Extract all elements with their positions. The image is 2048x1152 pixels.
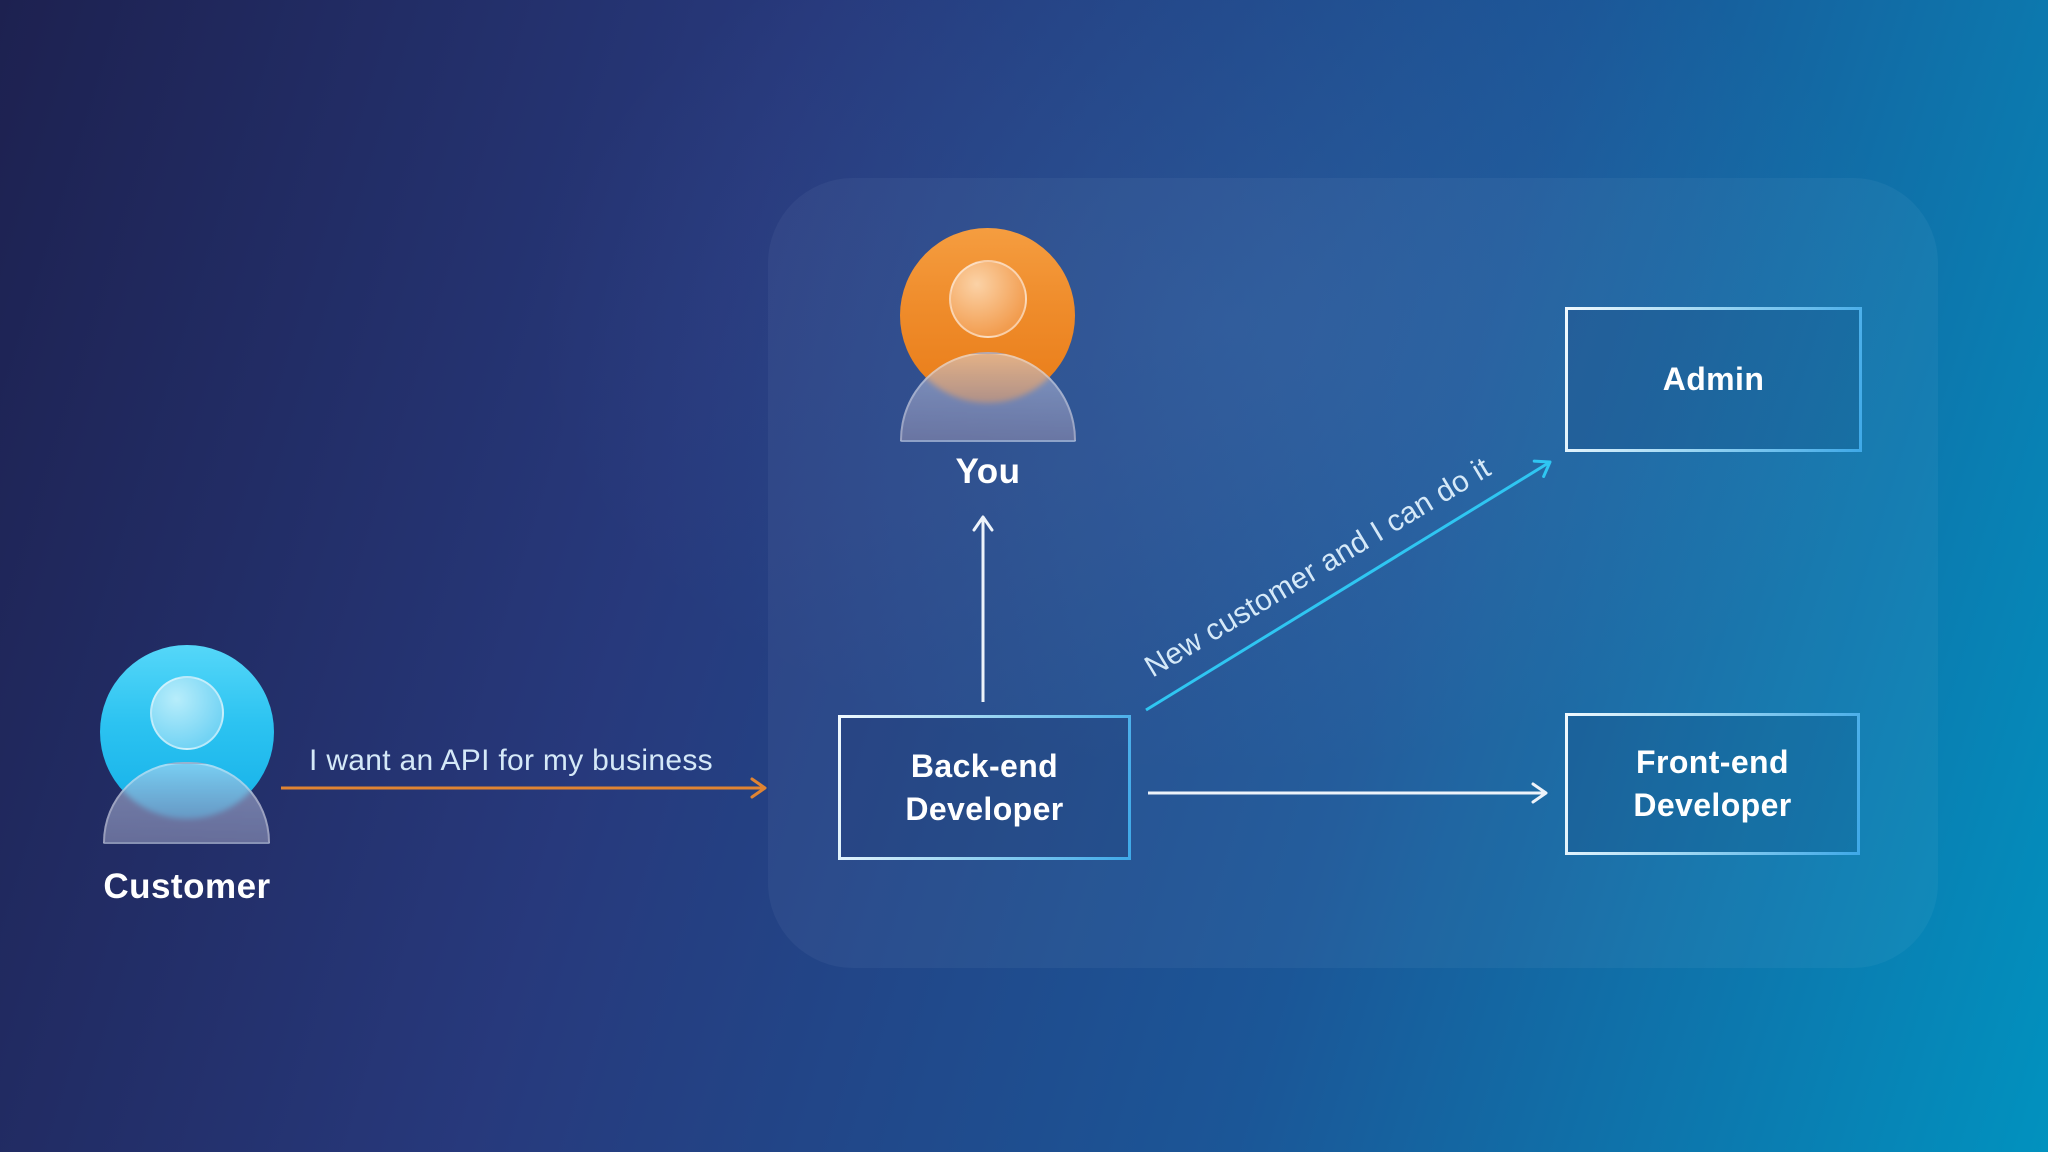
node-frontend-developer: Front-end Developer — [1565, 713, 1860, 855]
customer-avatar: Customer — [100, 645, 274, 915]
you-label: You — [955, 452, 1021, 491]
node-backend-developer: Back-end Developer — [838, 715, 1131, 860]
node-backend-line2: Developer — [905, 790, 1064, 827]
node-frontend-line2: Developer — [1633, 787, 1792, 823]
you-avatar-head-icon — [949, 260, 1027, 338]
node-admin: Admin — [1565, 307, 1862, 452]
customer-avatar-head-icon — [150, 676, 224, 750]
node-backend-line1: Back-end — [910, 747, 1059, 784]
node-frontend-line1: Front-end — [1636, 744, 1789, 780]
edge-label-api-request: I want an API for my business — [309, 744, 713, 777]
customer-label: Customer — [103, 867, 271, 906]
arrow-backend-to-admin — [1145, 459, 1552, 712]
node-admin-line1: Admin — [1662, 361, 1765, 397]
you-avatar: You — [900, 228, 1076, 498]
